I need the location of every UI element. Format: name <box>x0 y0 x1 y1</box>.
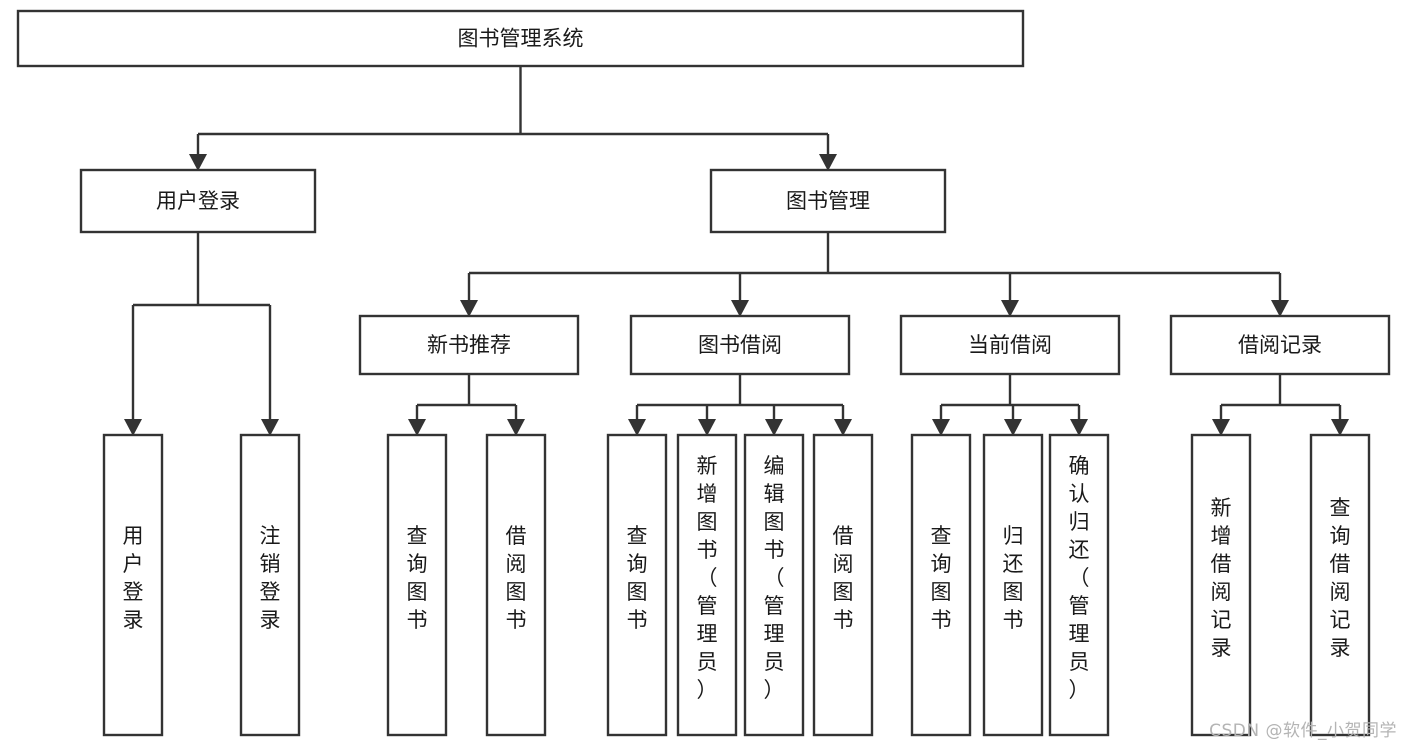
node-box-leaf-add-book <box>676 433 738 737</box>
node-box-leaf-user-login <box>102 433 164 737</box>
connector-layer <box>124 66 1349 436</box>
arrow-head-icon <box>819 154 837 171</box>
connector-group <box>460 232 1289 317</box>
node-box-new-book-recommend <box>358 314 580 376</box>
node-leaf-query-book-3[interactable]: 查询图书 <box>910 433 972 737</box>
arrow-head-icon <box>1004 419 1022 436</box>
node-box-leaf-query-book-3 <box>910 433 972 737</box>
node-root[interactable]: 图书管理系统 <box>16 9 1025 68</box>
node-box-leaf-edit-book <box>743 433 805 737</box>
arrow-head-icon <box>1001 300 1019 317</box>
arrow-head-icon <box>932 419 950 436</box>
node-label-book-borrow: 图书借阅 <box>698 333 782 357</box>
arrow-head-icon <box>460 300 478 317</box>
node-label-leaf-user-logout: 注销登录 <box>260 524 281 632</box>
node-box-leaf-add-record <box>1190 433 1252 737</box>
arrow-head-icon <box>698 419 716 436</box>
node-label-leaf-query-book-2: 查询图书 <box>627 524 648 632</box>
arrow-head-icon <box>189 154 207 171</box>
node-leaf-borrow-book-1[interactable]: 借阅图书 <box>485 433 547 737</box>
node-new-book-recommend[interactable]: 新书推荐 <box>358 314 580 376</box>
node-box-book-manage <box>709 168 947 234</box>
connector-group <box>189 66 837 171</box>
node-label-borrow-record: 借阅记录 <box>1238 333 1322 357</box>
arrow-head-icon <box>628 419 646 436</box>
node-label-current-borrow: 当前借阅 <box>968 333 1052 357</box>
node-leaf-add-book[interactable]: 新增图书（管理员） <box>676 433 738 737</box>
node-leaf-query-book-2[interactable]: 查询图书 <box>606 433 668 737</box>
node-box-leaf-return-book <box>982 433 1044 737</box>
node-label-leaf-query-book-1: 查询图书 <box>407 524 428 632</box>
connector-group <box>628 374 852 436</box>
arrow-head-icon <box>124 419 142 436</box>
node-leaf-confirm-return[interactable]: 确认归还（管理员） <box>1048 433 1110 737</box>
node-leaf-edit-book[interactable]: 编辑图书（管理员） <box>743 433 805 737</box>
node-leaf-borrow-book-2[interactable]: 借阅图书 <box>812 433 874 737</box>
node-box-leaf-borrow-book-2 <box>812 433 874 737</box>
node-label-leaf-user-login: 用户登录 <box>123 524 144 632</box>
node-label-leaf-query-record: 查询借阅记录 <box>1330 496 1351 660</box>
node-user-login[interactable]: 用户登录 <box>79 168 317 234</box>
node-label-leaf-add-record: 新增借阅记录 <box>1211 496 1232 660</box>
arrow-head-icon <box>1070 419 1088 436</box>
node-box-leaf-borrow-book-1 <box>485 433 547 737</box>
node-label-root: 图书管理系统 <box>458 27 584 51</box>
node-label-user-login: 用户登录 <box>156 189 240 213</box>
node-layer: 图书管理系统用户登录图书管理新书推荐图书借阅当前借阅借阅记录用户登录注销登录查询… <box>16 9 1391 737</box>
node-leaf-query-record[interactable]: 查询借阅记录 <box>1309 433 1371 737</box>
node-box-root <box>16 9 1025 68</box>
node-label-leaf-edit-book: 编辑图书（管理员） <box>764 454 785 702</box>
node-label-book-manage: 图书管理 <box>786 189 870 213</box>
connector-group <box>932 374 1088 436</box>
connector-group <box>1212 374 1349 436</box>
arrow-head-icon <box>731 300 749 317</box>
connector-group <box>408 374 525 436</box>
node-box-leaf-query-book-2 <box>606 433 668 737</box>
node-book-manage[interactable]: 图书管理 <box>709 168 947 234</box>
node-leaf-return-book[interactable]: 归还图书 <box>982 433 1044 737</box>
node-book-borrow[interactable]: 图书借阅 <box>629 314 851 376</box>
node-borrow-record[interactable]: 借阅记录 <box>1169 314 1391 376</box>
node-label-leaf-confirm-return: 确认归还（管理员） <box>1069 454 1090 702</box>
node-current-borrow[interactable]: 当前借阅 <box>899 314 1121 376</box>
node-box-book-borrow <box>629 314 851 376</box>
node-box-leaf-confirm-return <box>1048 433 1110 737</box>
arrow-head-icon <box>1331 419 1349 436</box>
node-leaf-query-book-1[interactable]: 查询图书 <box>386 433 448 737</box>
arrow-head-icon <box>408 419 426 436</box>
node-leaf-user-logout[interactable]: 注销登录 <box>239 433 301 737</box>
node-box-leaf-query-book-1 <box>386 433 448 737</box>
node-label-leaf-return-book: 归还图书 <box>1003 524 1024 632</box>
csdn-watermark: CSDN @软件_小贺同学 <box>1209 721 1397 741</box>
node-label-leaf-query-book-3: 查询图书 <box>931 524 952 632</box>
node-leaf-add-record[interactable]: 新增借阅记录 <box>1190 433 1252 737</box>
node-label-leaf-borrow-book-1: 借阅图书 <box>506 524 527 632</box>
arrow-head-icon <box>1271 300 1289 317</box>
arrow-head-icon <box>834 419 852 436</box>
node-label-leaf-add-book: 新增图书（管理员） <box>697 454 718 702</box>
connector-group <box>124 232 279 436</box>
node-box-leaf-user-logout <box>239 433 301 737</box>
arrow-head-icon <box>507 419 525 436</box>
node-leaf-user-login[interactable]: 用户登录 <box>102 433 164 737</box>
node-box-leaf-query-record <box>1309 433 1371 737</box>
arrow-head-icon <box>765 419 783 436</box>
node-box-user-login <box>79 168 317 234</box>
node-label-leaf-borrow-book-2: 借阅图书 <box>833 524 854 632</box>
node-box-current-borrow <box>899 314 1121 376</box>
node-label-new-book-recommend: 新书推荐 <box>427 333 511 357</box>
arrow-head-icon <box>261 419 279 436</box>
arrow-head-icon <box>1212 419 1230 436</box>
node-box-borrow-record <box>1169 314 1391 376</box>
